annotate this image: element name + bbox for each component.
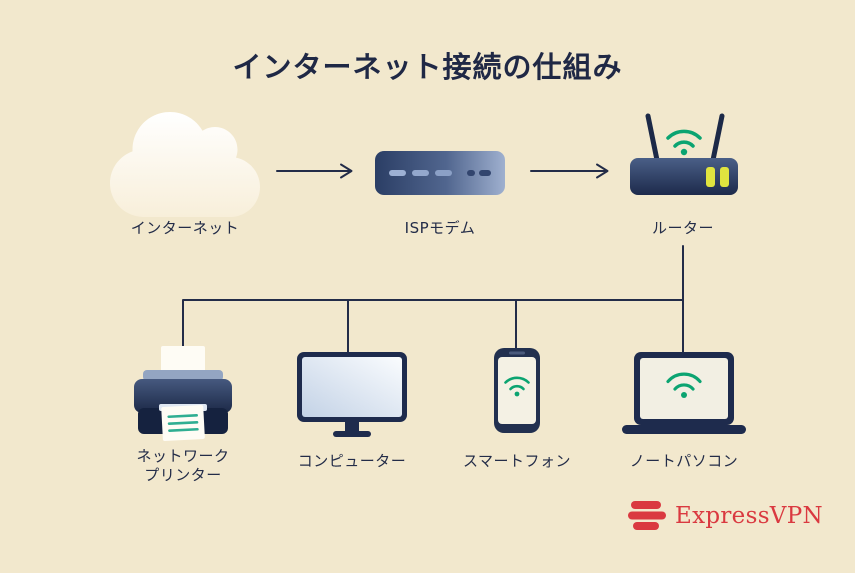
phone-screen [498,357,536,424]
computer-icon [297,352,407,437]
brand-logo: ExpressVPN [628,500,823,532]
brand-wordmark: ExpressVPN [675,503,823,529]
modem-icon [375,151,505,195]
modem-label: ISPモデム [404,219,476,237]
router-label: ルーター [651,219,715,237]
wifi-icon-router [666,129,702,156]
modem-indicator-dashes [389,170,491,176]
diagram-title: インターネット接続の仕組み [232,50,623,84]
smartphone-label: スマートフォン [462,452,572,470]
arrowhead-internet-to-modem [340,163,353,179]
monitor-screen [302,357,402,417]
printer-icon [134,346,232,441]
laptop-screen [640,358,728,419]
wifi-icon-laptop [666,372,702,398]
arrowhead-modem-to-router [596,163,609,179]
phone-speaker [509,351,525,355]
internet-label: インターネット [130,219,240,237]
monitor-base [333,431,371,437]
printer-body [134,379,232,413]
router-icon [630,113,738,195]
laptop-icon [622,352,746,434]
monitor-neck [345,422,359,431]
router-indicator-lights [706,167,729,187]
router-antennas [645,113,725,163]
expressvpn-logo-icon [628,501,666,530]
computer-label: コンピューター [297,452,407,470]
printer-tray [143,370,223,381]
router-to-devices-lines [182,245,684,355]
laptop-label: ノートパソコン [629,452,739,470]
printer-label: ネットワーク プリンター [136,447,229,485]
printer-paper-out [161,405,205,441]
printer-label-line2: プリンター [144,466,222,484]
printer-paper-in [161,346,205,376]
laptop-base [622,425,746,434]
cloud-icon [110,112,260,217]
printer-label-line1: ネットワーク [136,447,230,465]
smartphone-icon [494,348,540,433]
wifi-icon-phone [504,376,530,397]
